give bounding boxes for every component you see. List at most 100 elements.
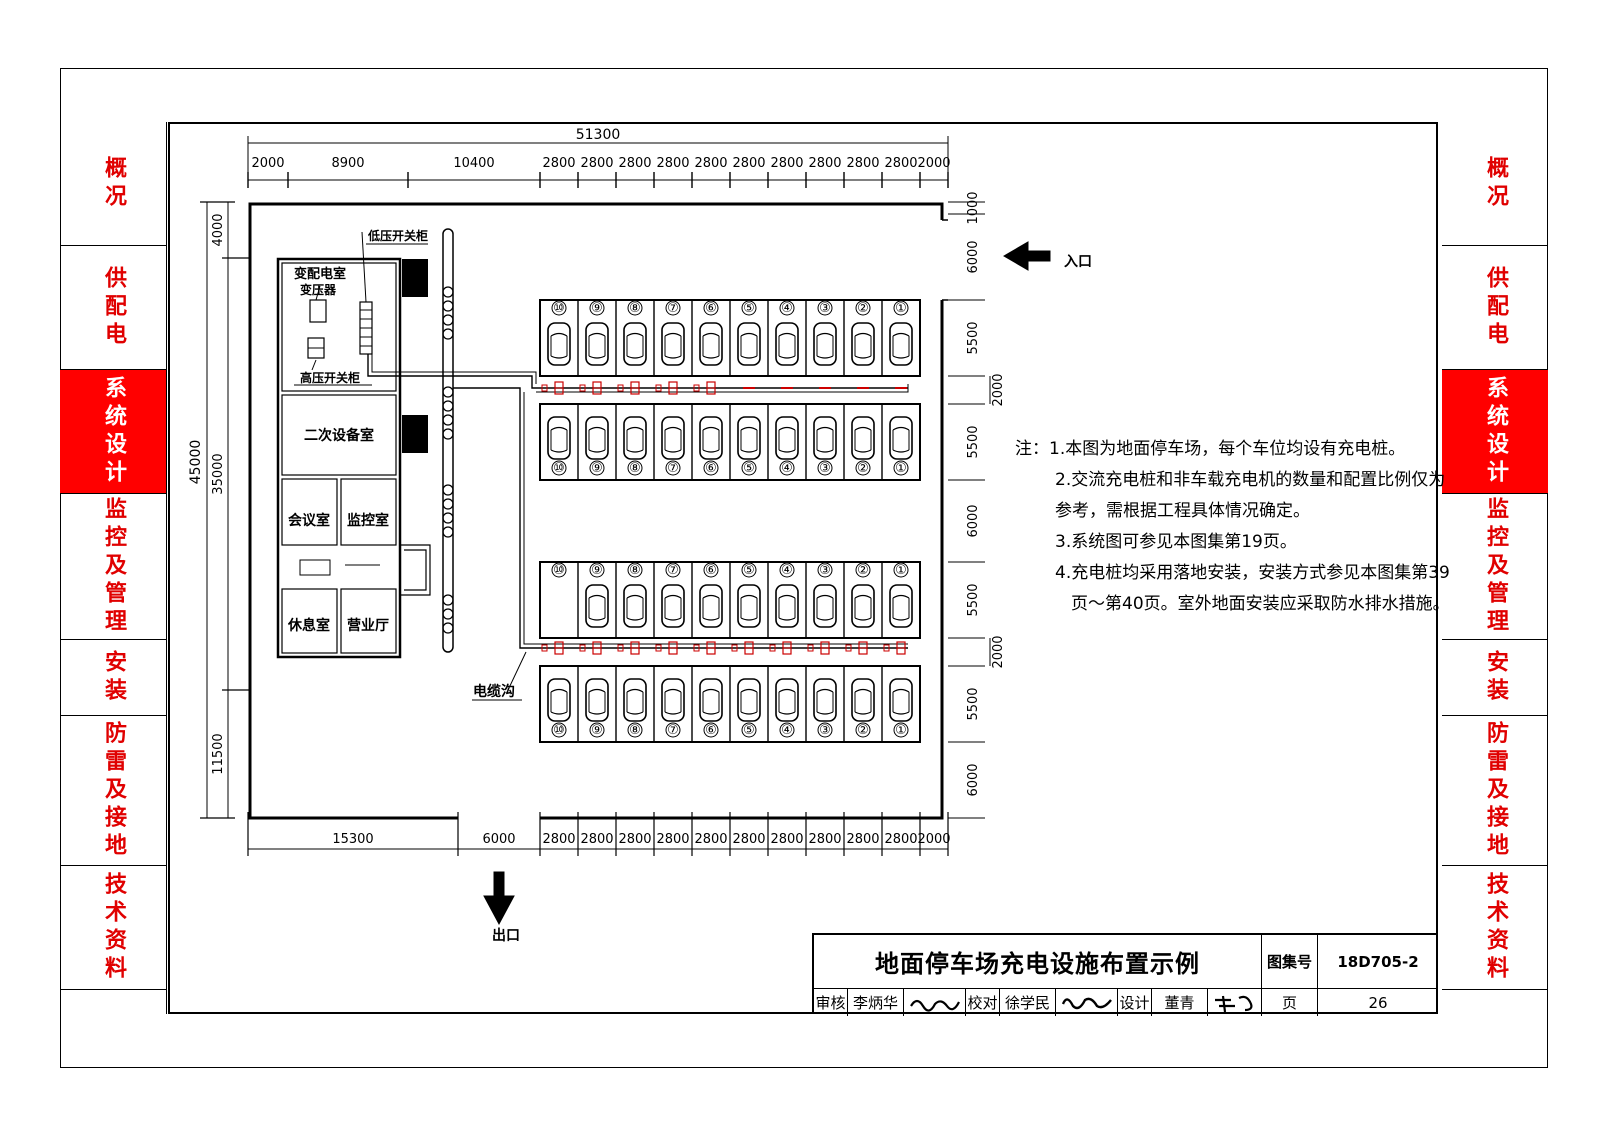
page-number: 26: [1368, 993, 1388, 1012]
cable-route: [371, 354, 909, 393]
charger-icon: [541, 644, 548, 652]
dim-top-label: 2000: [251, 156, 284, 171]
space-number: ①: [895, 723, 907, 738]
sidebar-tab-6[interactable]: 技术资料: [60, 866, 166, 990]
tree-icon: [442, 526, 454, 538]
space-number: ③: [819, 301, 831, 316]
sidebar-tab-3[interactable]: 监控及管理: [60, 494, 166, 640]
sidebar-tab-4[interactable]: 安装: [1442, 640, 1548, 716]
car-body: [813, 322, 837, 366]
dim-bottom-label: 2800: [694, 832, 727, 847]
car-icon: [851, 678, 875, 722]
space-number: ⑩: [553, 301, 565, 316]
car-windshield: [740, 332, 758, 337]
sidebar-tab-5[interactable]: 防雷及接地: [1442, 716, 1548, 866]
car-body: [737, 416, 761, 460]
car-windshield: [702, 688, 720, 693]
tree-icon: [442, 414, 454, 426]
car-windshield: [854, 332, 872, 337]
note-line: 2.交流充电桩和非车载充电机的数量和配置比例仅为: [1055, 470, 1446, 490]
car-rear-window: [550, 711, 568, 715]
sidebar-tab-1[interactable]: 供配电: [1442, 246, 1548, 370]
space-number: ②: [857, 461, 869, 476]
sidebar-tab-0[interactable]: 概况: [1442, 122, 1548, 246]
car-icon: [737, 322, 761, 366]
tree-icon: [442, 594, 454, 606]
entrance-arrow-icon: [1003, 241, 1051, 271]
sidebar-tab-6[interactable]: 技术资料: [1442, 866, 1548, 990]
car-body: [699, 322, 723, 366]
sidebar-tab-2[interactable]: 系统设计: [1442, 370, 1548, 494]
sidebar-tab-2[interactable]: 系统设计: [60, 370, 166, 494]
dim-left-label: 11500: [211, 733, 226, 774]
site-boundary: [248, 202, 948, 820]
car-windshield: [816, 688, 834, 693]
dim-top-total: 51300: [576, 127, 621, 143]
note-line: 4.充电桩均采用落地安装，安装方式参见本图集第39: [1055, 563, 1450, 583]
dim-right-label: 5500: [966, 687, 981, 720]
dim-bottom-label: 6000: [482, 832, 515, 847]
space-number-circle: [665, 562, 681, 578]
car-windshield: [626, 426, 644, 431]
car-body: [661, 416, 685, 460]
car-windshield: [626, 594, 644, 599]
space-number: ③: [819, 563, 831, 578]
car-windshield: [892, 688, 910, 693]
sidebar-tab-5[interactable]: 防雷及接地: [60, 716, 166, 866]
car-rear-window: [816, 355, 834, 359]
car-windshield: [550, 426, 568, 431]
space-number-circle: [817, 460, 833, 476]
car-icon: [585, 322, 609, 366]
car-body: [699, 678, 723, 722]
car-icon: [585, 416, 609, 460]
space-number: ②: [857, 563, 869, 578]
car-rear-window: [854, 449, 872, 453]
space-number-circle: [665, 722, 681, 738]
sidebar-tab-0[interactable]: 概况: [60, 122, 166, 246]
note-line: 3.系统图可参见本图集第19页。: [1055, 532, 1297, 552]
car-body: [623, 322, 647, 366]
charger-icon: [845, 644, 852, 652]
car-windshield: [588, 426, 606, 431]
space-number: ①: [895, 461, 907, 476]
dim-top-label: 8900: [331, 156, 364, 171]
vestibule: [400, 544, 431, 596]
space-number: ⑤: [743, 723, 755, 738]
car-rear-window: [816, 617, 834, 621]
sidebar-tab-1[interactable]: 供配电: [60, 246, 166, 370]
meeting-room: [281, 478, 338, 546]
charger-icon: [693, 384, 700, 392]
car-icon: [889, 584, 913, 628]
car-windshield: [740, 594, 758, 599]
sidebar-tab-4[interactable]: 安装: [60, 640, 166, 716]
car-body: [889, 322, 913, 366]
dim-top-label: 2800: [542, 156, 575, 171]
space-number: ⑦: [667, 723, 679, 738]
drawing-title: 地面停车场充电设施布置示例: [814, 935, 1262, 989]
car-icon: [623, 416, 647, 460]
space-number: ③: [819, 723, 831, 738]
car-icon: [623, 678, 647, 722]
leader-line: [507, 651, 527, 691]
car-icon: [737, 678, 761, 722]
tree-icon: [442, 498, 454, 510]
secondary-room: [281, 394, 397, 476]
space-number-circle: [855, 300, 871, 316]
sidebar-tab-3[interactable]: 监控及管理: [1442, 494, 1548, 640]
space-number: ⑦: [667, 301, 679, 316]
car-body: [851, 584, 875, 628]
space-number: ④: [781, 301, 793, 316]
car-icon: [661, 584, 685, 628]
car-rear-window: [702, 449, 720, 453]
space-number: ⑧: [629, 301, 641, 316]
car-icon: [813, 322, 837, 366]
car-windshield: [816, 332, 834, 337]
car-icon: [547, 416, 571, 460]
tree-icon: [442, 286, 454, 298]
design-label: 设计: [1118, 989, 1152, 1016]
space-number: ④: [781, 723, 793, 738]
car-rear-window: [588, 355, 606, 359]
car-body: [851, 678, 875, 722]
